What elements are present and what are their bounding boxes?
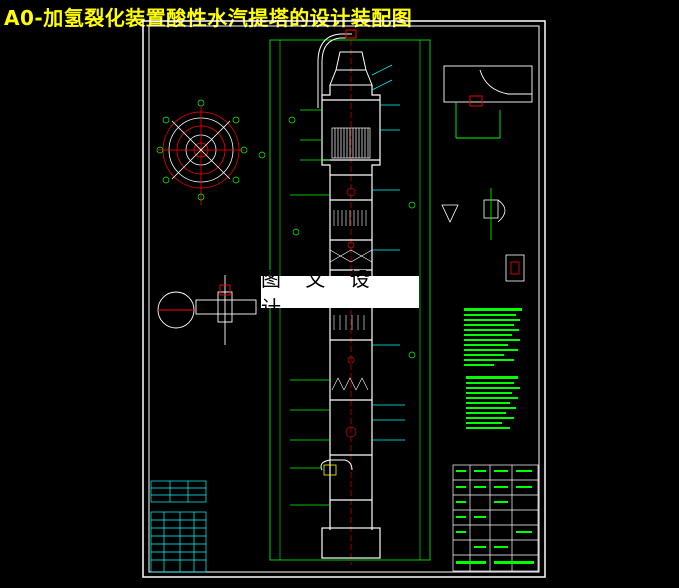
detail-right-middle (441, 188, 525, 282)
title-block-text (456, 470, 534, 564)
section-detail-left (157, 275, 257, 345)
watermark-box: 图 文 设 计 (261, 267, 419, 320)
tower-internals (329, 187, 373, 438)
outer-frame (142, 20, 546, 578)
bottom-nozzle (323, 464, 337, 476)
bottom-outlet-pipe (320, 459, 353, 471)
tower-shell (321, 85, 381, 559)
nozzle-table-upper (150, 480, 207, 503)
inner-frame (148, 25, 540, 573)
plan-view-nozzle-tags (156, 99, 266, 201)
technical-notes-lower (466, 376, 520, 429)
title-block (452, 464, 539, 572)
nozzle-table-lower (150, 511, 207, 573)
nozzles-right (371, 64, 405, 441)
condenser-tube-bundle (331, 127, 371, 159)
plan-view-circle (158, 107, 244, 205)
watermark-text: 图 文 设 计 (261, 267, 379, 320)
technical-notes-upper (464, 308, 522, 366)
detail-top-right (443, 65, 533, 139)
tower-top-head (317, 29, 373, 108)
